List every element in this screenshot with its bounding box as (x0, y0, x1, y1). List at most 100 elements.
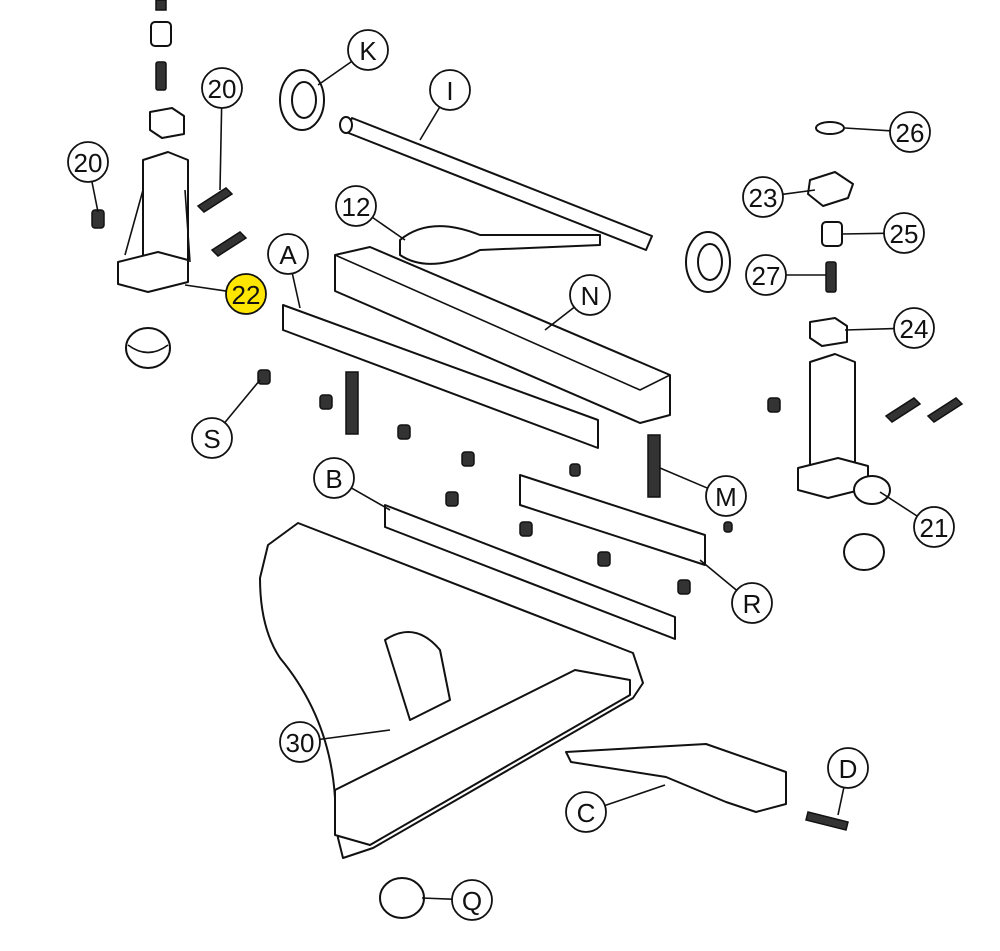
callout-bubble (569, 274, 611, 316)
washer-26 (815, 121, 845, 135)
callout-30: 30 (279, 721, 391, 763)
right-foot (843, 533, 885, 571)
leader-line (319, 729, 391, 741)
bearing-k (279, 69, 325, 131)
callout-b: B (313, 457, 391, 511)
spring-left (345, 371, 359, 435)
callout-23: 23 (742, 176, 816, 218)
bar-n (334, 246, 671, 424)
leader-line (659, 467, 708, 489)
callout-bubble (191, 417, 233, 459)
handle-12 (399, 225, 601, 265)
leader-line (317, 60, 353, 86)
leader-line (844, 127, 891, 132)
callout-12: 12 (335, 185, 406, 241)
callout-bubble (742, 176, 784, 218)
callout-label: N (581, 281, 600, 311)
callout-n: N (544, 274, 611, 331)
callout-label: R (743, 589, 762, 619)
leader-line (841, 232, 885, 235)
callout-bubble (279, 721, 321, 763)
callout-c: C (565, 784, 666, 833)
callout-label: A (279, 240, 297, 270)
screws (257, 369, 781, 595)
callout-i: I (419, 69, 471, 141)
left-bracket-22 (117, 151, 191, 293)
callout-bubble (313, 457, 355, 499)
callout-label: Q (462, 886, 482, 916)
screw-d (805, 811, 849, 831)
callout-label: 24 (900, 314, 929, 344)
callout-a: A (267, 233, 309, 309)
callout-bubble (731, 582, 773, 624)
callout-bubble (67, 141, 109, 183)
left-cap-nut (150, 0, 172, 47)
callout-r: R (699, 559, 773, 624)
callout-bubble (827, 747, 869, 789)
screw-20-a (196, 187, 234, 213)
callout-q: Q (421, 879, 493, 921)
bearing-right (685, 231, 731, 293)
left-bolt (155, 61, 167, 91)
callout-27: 27 (745, 254, 826, 296)
callout-bubble (347, 29, 389, 71)
callout-bubble (267, 233, 309, 275)
plate-a (282, 304, 599, 449)
leader-line (544, 306, 575, 331)
callout-bubble (893, 307, 935, 349)
callout-bubble (745, 254, 787, 296)
screws-right (884, 397, 964, 423)
callout-label: 23 (749, 183, 778, 213)
screw-20-c (91, 209, 105, 229)
leader-line (782, 189, 816, 196)
callout-bubble (565, 791, 607, 833)
callout-label: I (446, 76, 453, 106)
callout-label: C (577, 798, 596, 828)
callout-bubble (705, 475, 747, 517)
callout-25: 25 (841, 212, 925, 254)
callout-label: K (359, 36, 377, 66)
left-foot (125, 327, 171, 369)
knob-23 (807, 171, 854, 207)
foot-q (379, 877, 425, 919)
callout-21: 21 (879, 491, 955, 548)
shaft-i (339, 116, 653, 251)
leader-line (699, 559, 738, 591)
parts (91, 0, 964, 919)
callout-label: S (203, 424, 220, 454)
callout-d: D (827, 747, 869, 816)
callout-label: 27 (752, 261, 781, 291)
callout-bubble (429, 69, 471, 111)
leader-line (604, 784, 666, 807)
callout-24: 24 (844, 307, 935, 349)
callout-label: 12 (342, 192, 371, 222)
callout-label: M (715, 482, 737, 512)
leader-line (91, 181, 99, 213)
guide-c (565, 743, 787, 813)
left-clip (149, 107, 185, 139)
callout-bubble (201, 67, 243, 109)
callout-label: D (839, 754, 858, 784)
leader-line (844, 327, 895, 331)
leader-line (837, 787, 845, 816)
bolt-27 (825, 261, 837, 293)
callout-bubble (913, 506, 955, 548)
base-30 (259, 522, 644, 859)
callout-bubble (225, 273, 267, 315)
callout-label: 26 (896, 118, 925, 148)
callout-bubble (335, 185, 377, 227)
callout-label: 20 (208, 74, 237, 104)
leader-line (371, 216, 406, 241)
leader-line (219, 107, 223, 191)
callout-20: 20 (67, 141, 109, 213)
leader-line (350, 487, 391, 511)
callout-k: K (317, 29, 389, 86)
callout-20: 20 (201, 67, 243, 191)
nut-25 (821, 221, 843, 247)
plate-b (384, 504, 676, 640)
callout-26: 26 (844, 111, 931, 153)
spring-m (647, 434, 661, 498)
callout-label: 30 (286, 728, 315, 758)
leader-line (291, 273, 301, 309)
